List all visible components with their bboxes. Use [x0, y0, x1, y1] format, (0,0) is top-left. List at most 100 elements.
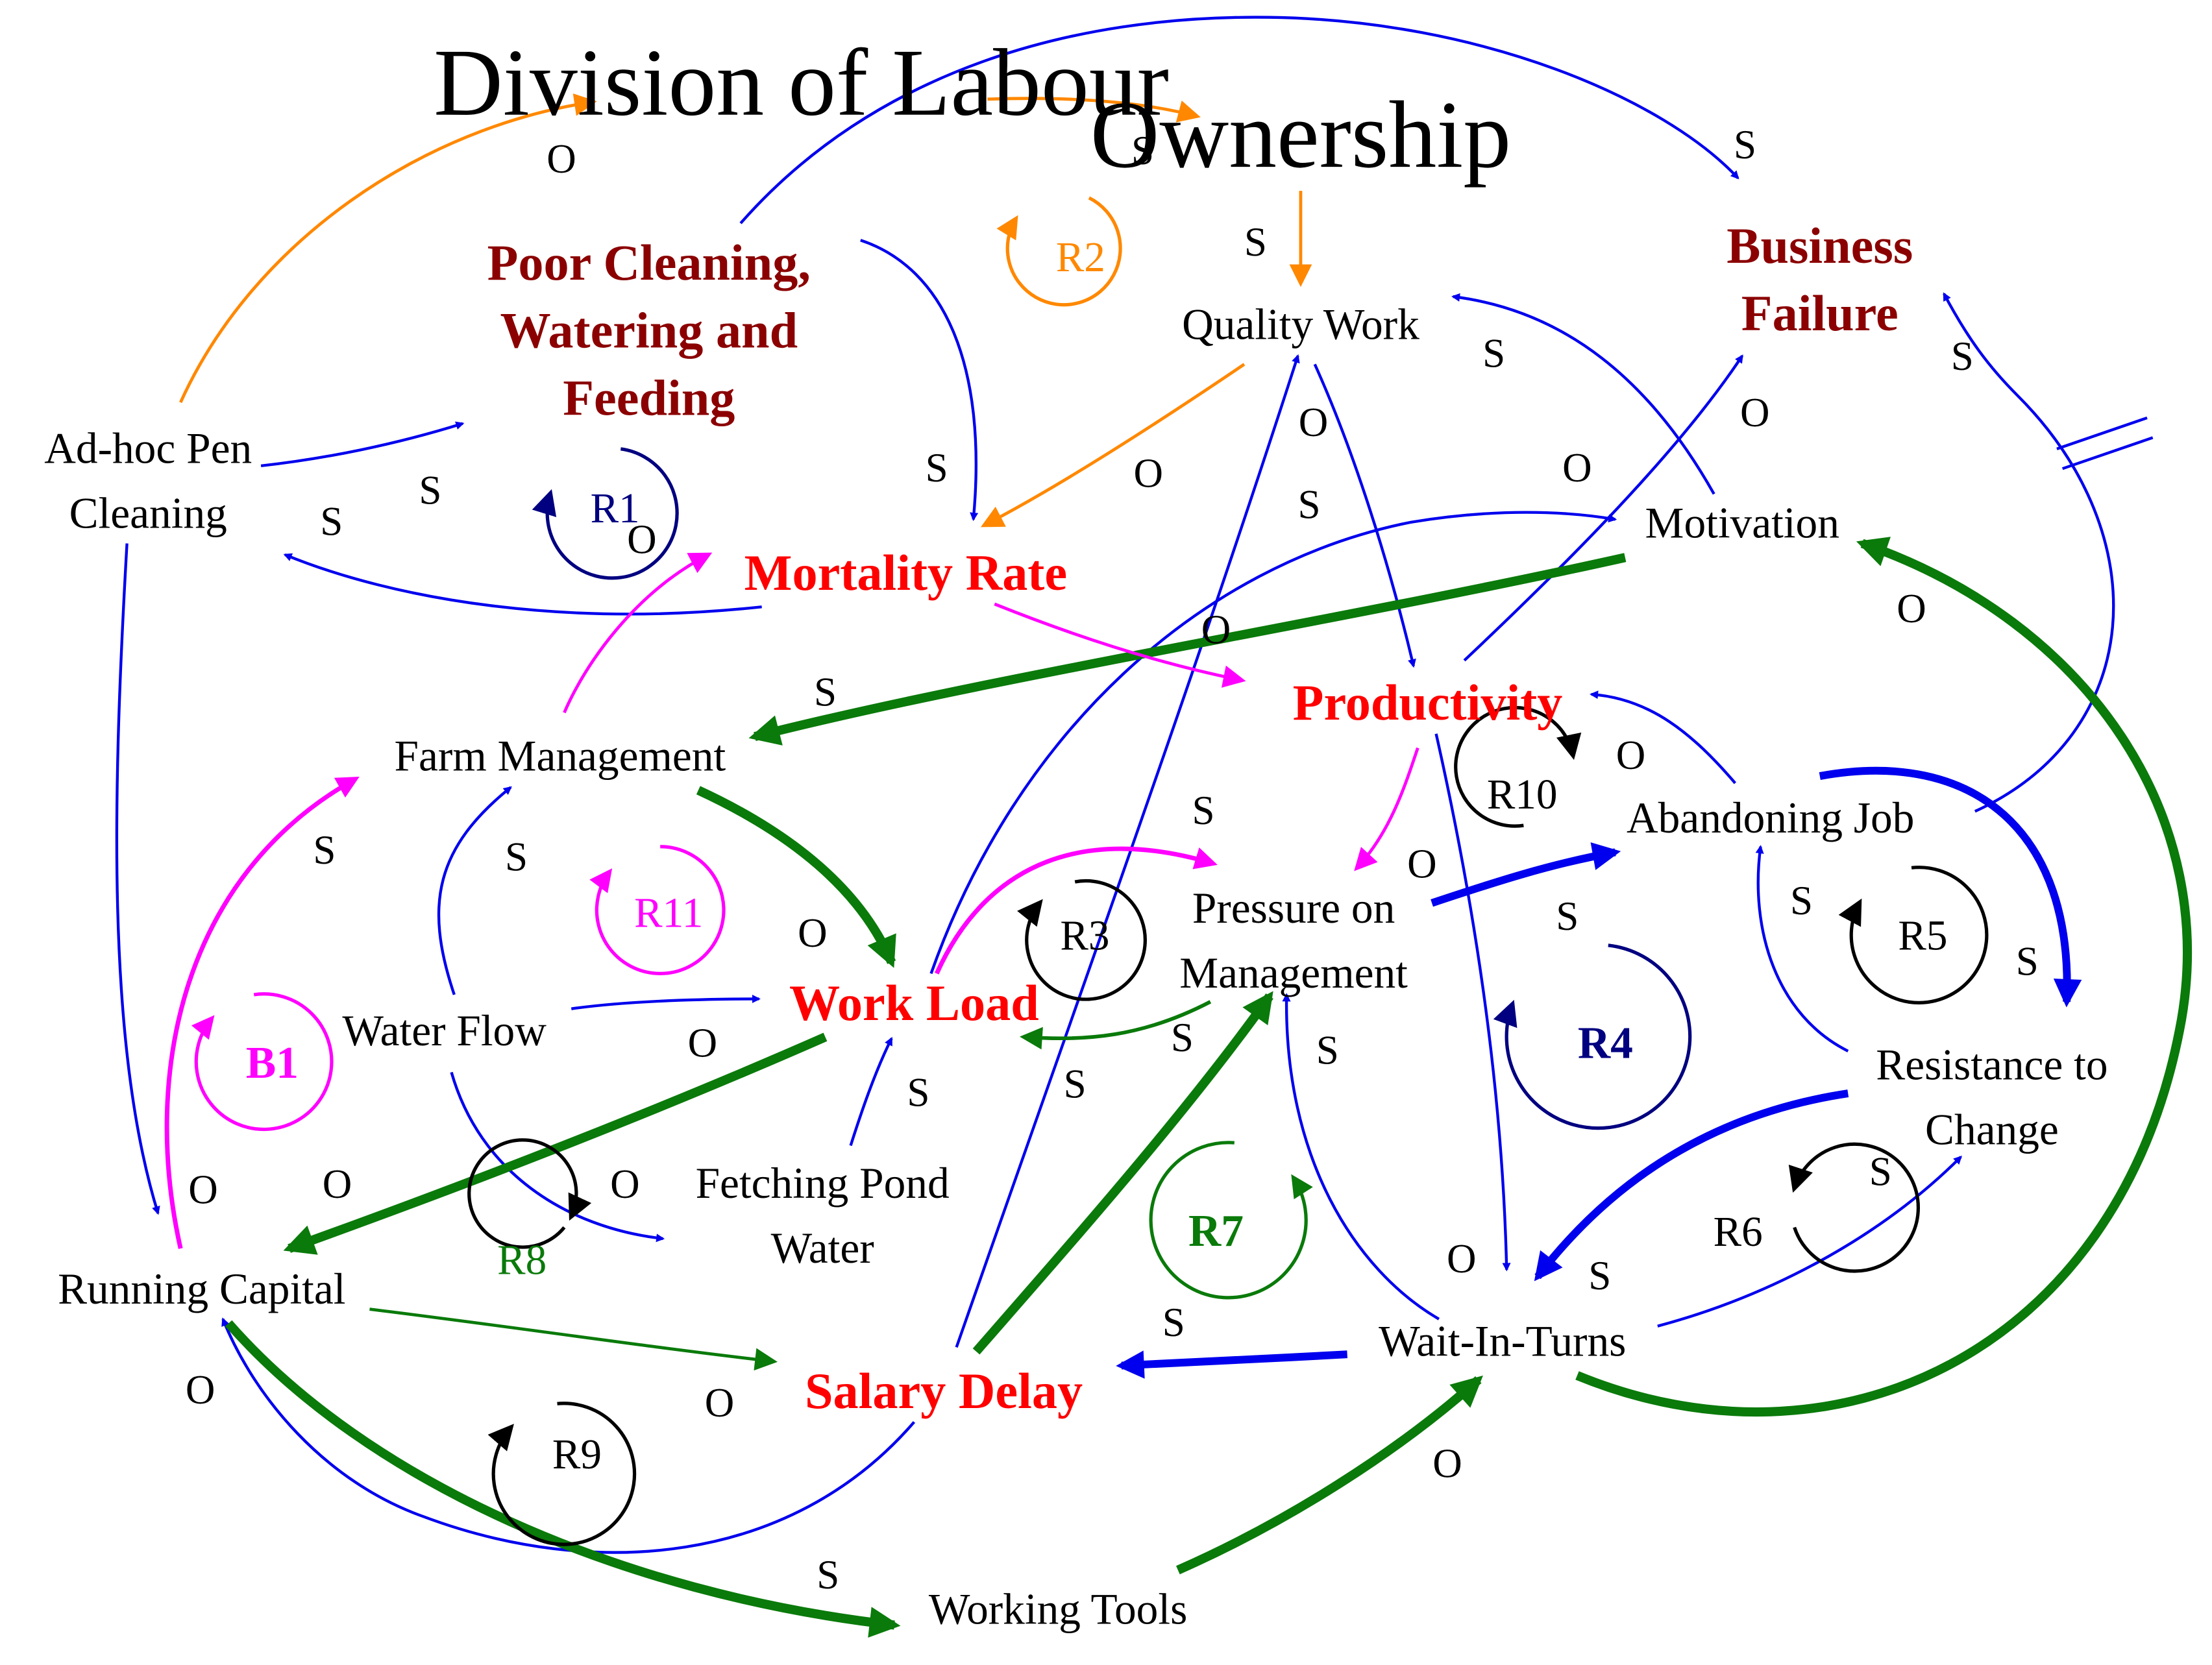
node-pressure-l1: Pressure on	[1192, 884, 1395, 932]
link-salary-to-pressure	[972, 991, 1273, 1355]
polarity-mark: S	[926, 445, 948, 491]
node-fetching-l1: Fetching Pond	[696, 1159, 950, 1208]
loop-arc-r9	[487, 1402, 637, 1546]
loop-label-r5: R5	[1898, 912, 1947, 959]
loop-arc-r6	[1788, 1142, 1921, 1273]
link-farm-to-workload	[696, 786, 896, 968]
polarity-mark: S	[1131, 128, 1154, 173]
link-productivity-to-wait	[1434, 733, 1511, 1272]
link-quality-to-productivity	[1313, 363, 1416, 668]
loop-arc-b1	[191, 992, 334, 1132]
link-resistance-to-wait	[1534, 1089, 1849, 1282]
loop-arc-r2	[996, 196, 1122, 307]
polarity-mark: O	[547, 136, 576, 182]
node-labels: Division of Labour Ownership Business Fa…	[44, 29, 2108, 1634]
node-division-of-labour: Division of Labour	[434, 29, 1169, 136]
polarity-mark: O	[1133, 451, 1163, 496]
link-waterflow-to-farm	[437, 786, 512, 995]
polarity-mark: S	[313, 827, 336, 873]
node-pressure-l2: Management	[1179, 949, 1408, 997]
polarity-mark: S	[1064, 1062, 1087, 1107]
polarity-mark: O	[798, 910, 828, 956]
node-mortality-rate: Mortality Rate	[744, 544, 1067, 601]
loop-arc-r1	[532, 447, 679, 580]
node-wait-in-turns: Wait-In-Turns	[1379, 1317, 1626, 1365]
loop-label-r8: R8	[497, 1237, 547, 1283]
link-abandoning-to-resistance	[1819, 766, 2082, 1008]
polarity-mark: O	[1740, 390, 1770, 435]
loop-label-r3: R3	[1060, 912, 1109, 959]
polarity-mark: O	[627, 517, 657, 563]
link-wait-to-motivation	[1575, 537, 2193, 1417]
node-resistance-l2: Change	[1925, 1105, 2059, 1154]
loop-labels: R1 R2 R3 R4 R5 R6 R7 R8 R9 R10 R11 B1	[246, 234, 1948, 1478]
link-quality-to-mortality	[980, 363, 1246, 528]
link-adhoc-to-division	[179, 93, 597, 404]
polarity-mark: O	[323, 1161, 352, 1207]
polarity-mark: S	[1316, 1027, 1339, 1073]
link-poor-cleaning-to-business	[739, 16, 1739, 225]
link-division-to-ownership	[987, 97, 1201, 123]
polarity-mark: S	[320, 498, 343, 544]
node-adhoc-pen-l2: Cleaning	[69, 489, 227, 538]
node-business-failure-l1: Business	[1727, 217, 1913, 274]
node-fetching-l2: Water	[771, 1224, 874, 1272]
link-wait-to-salary	[1116, 1350, 1347, 1379]
link-motivation-to-quality	[1451, 293, 1715, 495]
polarity-mark: O	[1201, 607, 1231, 653]
node-business-failure-l2: Failure	[1741, 285, 1899, 341]
polarity-mark: S	[419, 468, 441, 513]
node-quality-work: Quality Work	[1182, 300, 1419, 348]
node-productivity: Productivity	[1293, 674, 1563, 731]
links	[115, 16, 2193, 1638]
polarity-mark: S	[1162, 1300, 1185, 1345]
link-salary-to-quality	[955, 354, 1300, 1348]
node-poor-cleaning-l1: Poor Cleaning,	[487, 234, 811, 291]
link-adhoc-to-running-capital	[115, 543, 160, 1215]
loop-label-r10: R10	[1487, 772, 1558, 818]
loop-label-r2: R2	[1056, 234, 1105, 281]
node-resistance-l1: Resistance to	[1876, 1040, 2108, 1089]
polarity-mark: O	[1447, 1236, 1477, 1282]
link-productivity-to-pressure	[1354, 747, 1419, 871]
link-resistance-to-abandoning	[1755, 845, 1849, 1052]
node-work-load: Work Load	[789, 975, 1039, 1031]
loop-arc-r3	[1017, 879, 1147, 1001]
polarity-mark: S	[1734, 122, 1756, 167]
polarity-mark: O	[688, 1021, 718, 1066]
link-waterflow-to-fetching	[450, 1071, 665, 1243]
link-pressure-to-abandoning	[1431, 842, 1621, 907]
node-ownership: Ownership	[1090, 81, 1512, 188]
polarity-mark: O	[1897, 586, 1926, 631]
link-workload-to-motivation	[929, 511, 1617, 975]
loop-label-r1: R1	[591, 485, 640, 532]
polarity-mark: O	[610, 1161, 640, 1207]
polarity-mark: S	[1556, 893, 1579, 939]
delay-mark	[2056, 416, 2154, 470]
polarity-mark: S	[1192, 788, 1214, 833]
link-wait-to-resistance	[1657, 1156, 1962, 1328]
node-salary-delay: Salary Delay	[805, 1363, 1083, 1419]
polarity-mark: S	[817, 1552, 839, 1598]
polarity-mark: S	[814, 669, 837, 714]
link-poor-cleaning-to-mortality	[860, 239, 979, 522]
loop-arc-r5	[1838, 866, 1989, 1004]
node-motivation: Motivation	[1645, 499, 1839, 548]
link-fetching-to-workload	[849, 1036, 893, 1147]
polarity-mark: S	[1482, 331, 1505, 376]
polarity-mark: S	[1297, 481, 1320, 527]
polarity-mark: O	[1299, 400, 1329, 445]
node-poor-cleaning-l3: Feeding	[563, 370, 735, 426]
polarity-mark: S	[1869, 1148, 1892, 1194]
polarity-mark: O	[1432, 1440, 1462, 1486]
loop-arcs	[191, 196, 1989, 1546]
link-workload-to-running-capital	[283, 1032, 828, 1255]
link-pressure-to-workload	[1019, 1000, 1212, 1050]
polarity-mark: S	[1951, 334, 1974, 379]
loop-label-r6: R6	[1714, 1209, 1763, 1256]
link-tools-to-wait	[1176, 1375, 1483, 1575]
link-abandoning-to-business	[1943, 292, 2115, 813]
polarity-mark: O	[705, 1380, 735, 1426]
polarity-mark: O	[1616, 733, 1646, 778]
